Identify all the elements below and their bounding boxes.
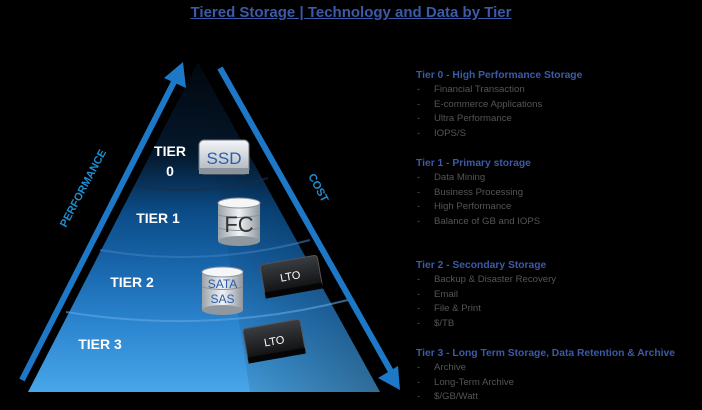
tier-0-line2: 0 [166,163,174,179]
lto-label-tier2: LTO [279,269,302,284]
list-item: Ultra Performance [416,112,702,127]
list-item: Email [416,288,702,303]
sata-label: SATA [208,277,238,291]
fc-label: FC [224,212,253,237]
list-item: Backup & Disaster Recovery [416,273,702,288]
ssd-label: SSD [207,149,242,168]
list-item: Long-Term Archive [416,376,702,391]
tier-2-section: Tier 2 - Secondary Storage Backup & Disa… [416,259,702,331]
performance-arrow [19,62,186,382]
performance-label: PERFORMANCE [58,148,109,230]
tier-2-label: TIER 2 [110,274,154,290]
list-item: $/GB/Watt [416,390,702,405]
page-title: Tiered Storage | Technology and Data by … [190,4,512,21]
tier-separator-0-1 [134,177,269,192]
lto-tape-icon-tier2: LTO [259,254,323,299]
tier-3-label: TIER 3 [78,336,122,352]
tier-1-label: TIER 1 [136,210,180,226]
list-item: $/TB [416,317,702,332]
list-item: E-commerce Applications [416,98,702,113]
sas-label: SAS [210,292,234,306]
list-item: Archive [416,361,702,376]
tier-3-section: Tier 3 - Long Term Storage, Data Retenti… [416,347,702,405]
tier-separator-2-3 [65,299,349,323]
tier-0-title: Tier 0 - High Performance Storage [416,70,583,81]
ssd-icon: SSD [198,139,250,175]
list-item: Financial Transaction [416,83,702,98]
tier-1-title: Tier 1 - Primary storage [416,158,531,169]
tier-0-line1: TIER [154,143,186,159]
tier-0-section: Tier 0 - High Performance Storage Financ… [416,69,702,141]
lto-tape-icon-tier3: LTO [242,319,306,364]
lto-label-tier3: LTO [263,334,286,349]
sata-sas-disk-icon: SATA SAS [201,266,244,315]
fc-disk-icon: FC [217,197,261,246]
cost-label: COST [305,172,330,205]
cost-arrow [217,66,400,390]
list-item: IOPS/S [416,127,702,142]
tier-3-title: Tier 3 - Long Term Storage, Data Retenti… [416,348,675,359]
list-item: File & Print [416,302,702,317]
list-item: Balance of GB and IOPS [416,215,702,230]
list-item: Business Processing [416,186,702,201]
tier-separator-1-2 [99,239,311,259]
list-item: Data Mining [416,171,702,186]
list-item: High Performance [416,200,702,215]
tier-0-label: TIER 0 [148,141,192,181]
tier-1-section: Tier 1 - Primary storage Data Mining Bus… [416,157,702,229]
tier-2-title: Tier 2 - Secondary Storage [416,260,547,271]
